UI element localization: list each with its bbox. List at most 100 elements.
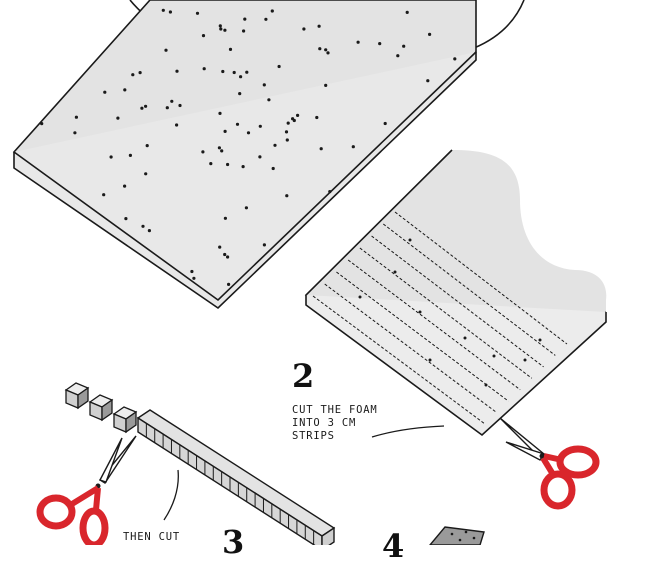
foam-dot [259, 125, 262, 128]
foam-dot [131, 73, 134, 76]
foam-dot [224, 217, 227, 220]
foam-dot [170, 100, 173, 103]
foam-dot [429, 359, 432, 362]
foam-dot [271, 9, 274, 12]
foam-dot [285, 130, 288, 133]
foam-dot [123, 185, 126, 188]
foam-dot [140, 107, 143, 110]
step-3-caption-line-1: THEN CUT [123, 531, 180, 544]
foam-dot [110, 155, 113, 158]
foam-dot [73, 131, 76, 134]
foam-dot [267, 98, 270, 101]
foam-dot [394, 271, 397, 274]
foam-dot [220, 149, 223, 152]
foam-dot [75, 116, 78, 119]
foam-dot [178, 104, 181, 107]
foam-dot [175, 123, 178, 126]
foam-cutting-diagram [0, 0, 655, 545]
foam-dot [221, 70, 224, 73]
foam-dot [169, 10, 172, 13]
foam-dot [464, 337, 467, 340]
foam-dot [162, 9, 165, 12]
foam-dot [453, 57, 456, 60]
foam-dot [359, 296, 362, 299]
caption-pointer-line [372, 426, 444, 437]
scissors-icon [40, 436, 136, 545]
foam-dot [229, 48, 232, 51]
foam-dot [419, 311, 422, 314]
foam-dot [524, 359, 527, 362]
scissors-icon [500, 418, 596, 506]
foam-dot [247, 131, 250, 134]
foam-dot [166, 106, 169, 109]
foam-dot [129, 154, 132, 157]
foam-dot [223, 29, 226, 32]
foam-dot [146, 144, 149, 147]
step-2-caption-line-2: INTO 3 CM [292, 417, 356, 430]
foam-dot [233, 71, 236, 74]
foam-dot [428, 33, 431, 36]
foam-dot [493, 355, 496, 358]
foam-dot [396, 54, 399, 57]
foam-dot [219, 27, 222, 30]
foam-dot [263, 243, 266, 246]
foam-dot [175, 70, 178, 73]
foam-dot [192, 277, 195, 280]
foam-dot [218, 112, 221, 115]
foam-dot [219, 24, 222, 27]
step-4-number: 4 [382, 530, 404, 562]
foam-dot [218, 146, 221, 149]
foam-dot [223, 253, 226, 256]
step-3-number: 3 [222, 526, 244, 558]
foam-dot [273, 144, 276, 147]
foam-dot [224, 130, 227, 133]
foam-dot [116, 117, 119, 120]
foam-dot [264, 18, 267, 21]
foam-dot [190, 270, 193, 273]
foam-dot [238, 92, 241, 95]
foam-dot [227, 283, 230, 286]
foam-dot [402, 45, 405, 48]
foam-dot [384, 122, 387, 125]
foam-dot [203, 67, 206, 70]
foam-dot [324, 48, 327, 51]
foam-dot [226, 163, 229, 166]
foam-dot [426, 79, 429, 82]
foam-dot [378, 42, 381, 45]
foam-dot [318, 25, 321, 28]
foam-dot [209, 162, 212, 165]
strip-pointer-line [164, 470, 178, 520]
foam-dot [123, 88, 126, 91]
foam-dot [302, 27, 305, 30]
foam-dot [201, 150, 204, 153]
foam-dot [286, 138, 289, 141]
foam-dot [287, 122, 290, 125]
foam-dot [409, 239, 412, 242]
foam-dot [148, 229, 151, 232]
foam-dot [326, 51, 329, 54]
foam-dot [242, 165, 245, 168]
foam-dot [258, 155, 261, 158]
foam-dot [242, 29, 245, 32]
foam-dot [243, 18, 246, 21]
foam-dot [318, 47, 321, 50]
foam-dot [245, 206, 248, 209]
foam-dot [102, 193, 105, 196]
foam-dot [202, 34, 205, 37]
foam-dot [164, 49, 167, 52]
foam-block-with-cut-lines-icon [306, 150, 606, 435]
foam-block-small-icon [430, 527, 484, 545]
foam-dot [40, 122, 43, 125]
foam-dot [139, 71, 142, 74]
foam-cubes-icon [66, 383, 136, 432]
foam-dot [320, 147, 323, 150]
foam-dot [144, 105, 147, 108]
foam-dot [272, 167, 275, 170]
foam-dot [485, 384, 488, 387]
foam-dot [539, 339, 542, 342]
foam-dot [245, 71, 248, 74]
foam-dot [196, 12, 199, 15]
foam-dot [291, 117, 294, 120]
step-2-caption-line-1: CUT THE FOAM [292, 404, 377, 417]
foam-dot [124, 217, 127, 220]
